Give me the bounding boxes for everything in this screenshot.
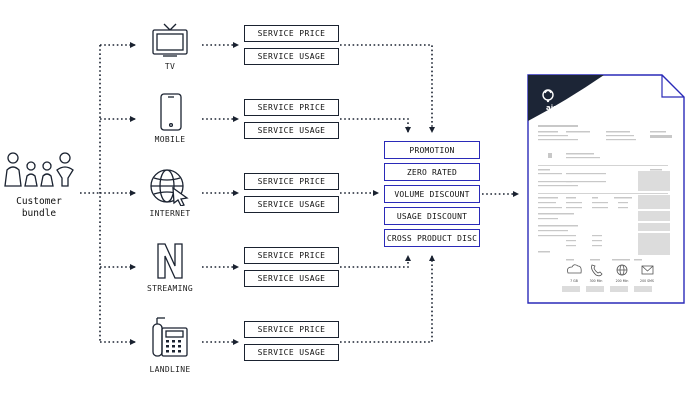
usage-mail-value: 200 SMS — [640, 279, 654, 283]
product-label-streaming: STREAMING — [146, 284, 194, 293]
service-price-box-streaming: SERVICE PRICE — [244, 247, 339, 264]
service-usage-box-mobile: SERVICE USAGE — [244, 122, 339, 139]
product-label-internet: INTERNET — [149, 209, 191, 218]
product-label-tv: TV — [164, 62, 176, 71]
discount-promotion: PROMOTION — [384, 141, 480, 159]
mobile-phone-icon — [160, 93, 182, 131]
service-price-box-landline: SERVICE PRICE — [244, 321, 339, 338]
cloud-icon — [567, 264, 582, 274]
usage-phone-value: 300 Min — [590, 279, 603, 283]
phone-icon — [591, 264, 603, 277]
mail-icon — [641, 265, 654, 275]
service-usage-box-streaming: SERVICE USAGE — [244, 270, 339, 287]
discount-volume: VOLUME DISCOUNT — [384, 185, 480, 203]
family-icon — [4, 152, 74, 187]
globe-icon — [616, 264, 628, 276]
service-price-box-mobile: SERVICE PRICE — [244, 99, 339, 116]
tv-icon — [152, 23, 188, 57]
streaming-n-icon — [157, 243, 183, 279]
service-usage-box-landline: SERVICE USAGE — [244, 344, 339, 361]
invoice-document: airBell 7 GB 300 Min 200 Min 200 SMS — [527, 74, 685, 304]
product-label-landline: LANDLINE — [149, 365, 191, 374]
service-price-box-tv: SERVICE PRICE — [244, 25, 339, 42]
usage-globe-value: 200 Min — [616, 279, 629, 283]
product-label-mobile: MOBILE — [154, 135, 186, 144]
customer-bundle-label: Customer bundle — [16, 196, 62, 219]
landline-phone-icon — [152, 317, 188, 357]
globe-cursor-icon — [150, 169, 189, 206]
service-price-box-internet: SERVICE PRICE — [244, 173, 339, 190]
service-usage-box-internet: SERVICE USAGE — [244, 196, 339, 213]
invoice-brand: airBell — [546, 104, 571, 112]
airbell-logo-icon — [542, 89, 554, 103]
usage-cloud-value: 7 GB — [570, 279, 578, 283]
discount-zero-rated: ZERO RATED — [384, 163, 480, 181]
discount-cross-product: CROSS PRODUCT DISC — [384, 229, 480, 247]
service-usage-box-tv: SERVICE USAGE — [244, 48, 339, 65]
discount-usage: USAGE DISCOUNT — [384, 207, 480, 225]
